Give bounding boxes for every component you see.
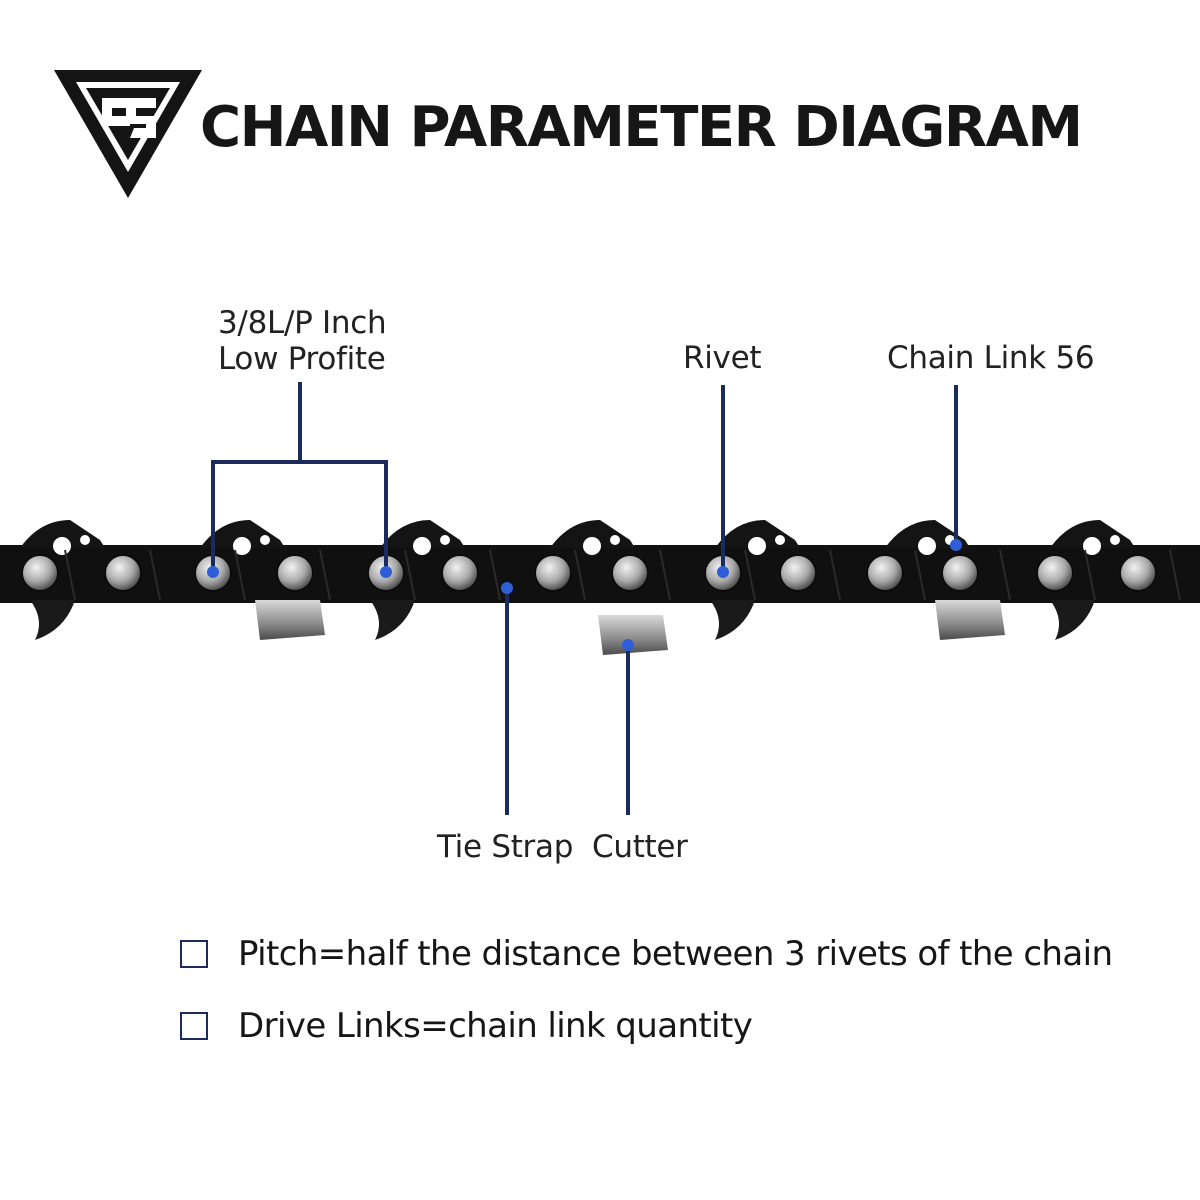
- callout-dots: [207, 539, 962, 651]
- page-title: CHAIN PARAMETER DIAGRAM: [200, 95, 1083, 160]
- drive-link-fin: [710, 600, 755, 640]
- cutter-blade: [598, 615, 668, 655]
- drive-link-fin: [370, 600, 415, 640]
- link-seam: [829, 549, 841, 601]
- pitch-label-line2: Low Profite: [218, 341, 386, 377]
- pitch-callout-bracket: [211, 460, 388, 572]
- link-seam: [659, 549, 671, 601]
- rivet-rim: [441, 554, 479, 592]
- link-seam: [999, 549, 1011, 601]
- checkbox-icon: [180, 1012, 208, 1040]
- chain-body: [0, 545, 1200, 603]
- drive-link-fin: [30, 600, 75, 640]
- triangle-monogram-logo: [54, 70, 202, 198]
- pitch-label: 3/8L/P Inch Low Profite: [218, 305, 387, 377]
- link-seam: [574, 549, 586, 601]
- tooth-hole: [233, 537, 251, 555]
- tooth-hole: [260, 535, 270, 545]
- tooth-hole: [918, 537, 936, 555]
- link-seam: [64, 549, 76, 601]
- rivet-label: Rivet: [683, 340, 762, 376]
- tooth-hole: [583, 537, 601, 555]
- drive-link-fin: [1050, 600, 1095, 640]
- cutter-blade: [935, 600, 1005, 640]
- tooth-hole: [610, 535, 620, 545]
- tooth-hole: [1110, 535, 1120, 545]
- link-seam: [149, 549, 161, 601]
- note-pitch-text: Pitch=half the distance between 3 rivets…: [238, 934, 1113, 974]
- notes-list: Pitch=half the distance between 3 rivets…: [180, 930, 1113, 1074]
- rivet: [277, 555, 313, 591]
- rivet-rim: [276, 554, 314, 592]
- note-drive-links-text: Drive Links=chain link quantity: [238, 1006, 753, 1046]
- rivet-rim: [21, 554, 59, 592]
- tooth-hole: [775, 535, 785, 545]
- tie-strap-label: Tie Strap: [437, 829, 574, 865]
- rivet: [867, 555, 903, 591]
- cutter-blade: [255, 600, 325, 640]
- link-seam: [234, 549, 246, 601]
- rivet: [105, 555, 141, 591]
- tooth-hole: [80, 535, 90, 545]
- callout-lines: [211, 382, 958, 815]
- tooth-hole: [440, 535, 450, 545]
- rivet-rim: [866, 554, 904, 592]
- rivet: [442, 555, 478, 591]
- rivet-rim: [779, 554, 817, 592]
- rivet-rim: [1119, 554, 1157, 592]
- link-seam: [1084, 549, 1096, 601]
- rivet-rim: [611, 554, 649, 592]
- link-seam: [319, 549, 331, 601]
- tooth-hole: [413, 537, 431, 555]
- rivet-rim: [941, 554, 979, 592]
- pitch-label-line1: 3/8L/P Inch: [218, 305, 387, 341]
- rivet: [535, 555, 571, 591]
- chain-link-label: Chain Link 56: [887, 340, 1095, 376]
- rivet: [942, 555, 978, 591]
- rivet-rim: [104, 554, 142, 592]
- rivet: [612, 555, 648, 591]
- rivet: [780, 555, 816, 591]
- note-pitch: Pitch=half the distance between 3 rivets…: [180, 930, 1113, 978]
- link-seam: [744, 549, 756, 601]
- tooth-hole: [53, 537, 71, 555]
- link-seam: [489, 549, 501, 601]
- rivet-rim: [534, 554, 572, 592]
- rivet: [1120, 555, 1156, 591]
- tooth-hole: [748, 537, 766, 555]
- link-seam: [1169, 549, 1181, 601]
- tooth-hole: [1083, 537, 1101, 555]
- rivet: [22, 555, 58, 591]
- checkbox-icon: [180, 940, 208, 968]
- cutter-label: Cutter: [592, 829, 688, 865]
- link-seam: [404, 549, 416, 601]
- link-seam: [914, 549, 926, 601]
- note-drive-links: Drive Links=chain link quantity: [180, 1002, 1112, 1050]
- rivet-rim: [1036, 554, 1074, 592]
- rivet: [1037, 555, 1073, 591]
